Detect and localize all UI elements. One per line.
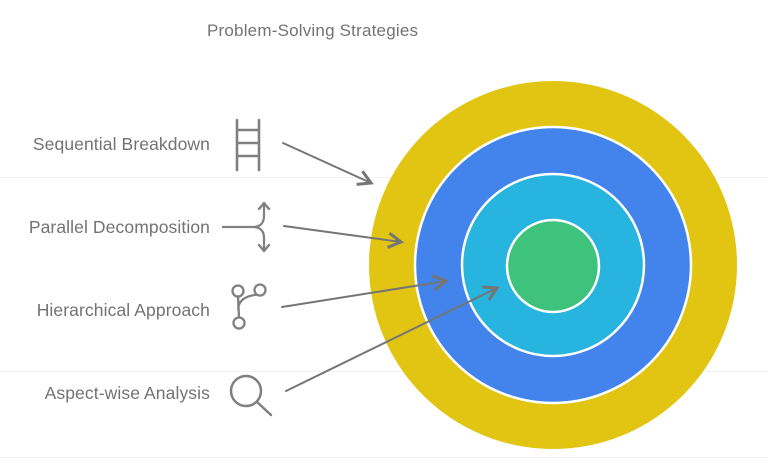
magnifier-icon: [229, 374, 273, 417]
ring-outer-sequential: [369, 81, 737, 449]
git-branch-icon: [231, 283, 267, 330]
label-hierarchical-approach: Hierarchical Approach: [36, 300, 210, 320]
label-aspect-wise-analysis: Aspect-wise Analysis: [44, 383, 210, 403]
background-streak-line: [0, 177, 768, 178]
ring-center-aspect: [505, 218, 601, 314]
ring-third-hierarchical: [460, 172, 646, 358]
arrow-aspect-to-center: [285, 285, 500, 392]
background-streak-line: [0, 457, 768, 458]
background-streak-line: [0, 371, 768, 372]
diagram-title: Problem-Solving Strategies: [207, 21, 419, 40]
split-arrows-icon: [222, 201, 271, 253]
arrow-hierarchical-to-third-ring: [281, 274, 450, 308]
arrow-parallel-to-second-ring: [283, 225, 405, 249]
ring-second-parallel: [413, 125, 693, 405]
label-parallel-decomposition: Parallel Decomposition: [28, 217, 210, 237]
label-sequential-breakdown: Sequential Breakdown: [32, 134, 210, 154]
ladder-icon: [235, 118, 261, 172]
